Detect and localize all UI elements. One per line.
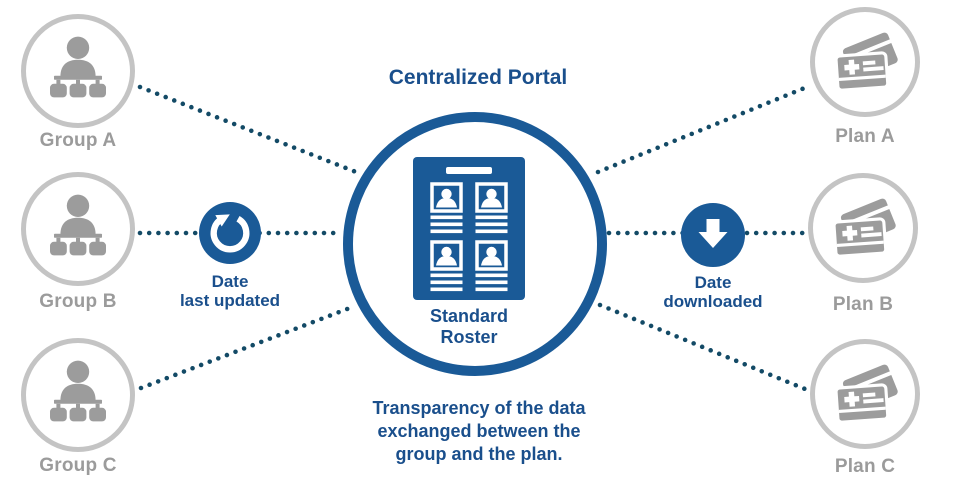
plan-a-node xyxy=(810,7,920,117)
group-b-node xyxy=(21,172,135,286)
group-a-label: Group A xyxy=(39,130,117,151)
dotted-connector-group-c xyxy=(138,303,358,391)
org-chart-icon xyxy=(50,360,106,422)
group-b-label: Group B xyxy=(39,291,117,312)
date-downloaded-label: Date downloaded xyxy=(663,273,763,311)
insurance-cards-icon xyxy=(834,364,898,424)
caption-text: Transparency of the data exchanged betwe… xyxy=(372,398,586,464)
group-c-node xyxy=(21,338,135,452)
date-last-updated-label: Date last updated xyxy=(179,272,281,310)
plan-b-label: Plan B xyxy=(832,294,894,315)
roster-label: Standard Roster xyxy=(429,306,508,347)
plan-b-node xyxy=(808,173,918,283)
insurance-cards-icon xyxy=(834,32,898,92)
org-chart-icon xyxy=(50,36,106,98)
group-c-label: Group C xyxy=(39,455,117,476)
refresh-icon xyxy=(199,202,261,264)
plan-a-label: Plan A xyxy=(835,126,895,147)
roster-document-icon xyxy=(413,157,525,300)
page-title: Centralized Portal xyxy=(388,66,568,89)
group-a-node xyxy=(21,14,135,128)
dotted-connector-plan-a xyxy=(595,84,810,175)
download-icon xyxy=(681,203,745,267)
insurance-cards-icon xyxy=(832,198,896,258)
dotted-connector-plan-c xyxy=(597,302,808,392)
plan-c-label: Plan C xyxy=(834,456,896,477)
org-chart-icon xyxy=(50,194,106,256)
plan-c-node xyxy=(810,339,920,449)
dotted-connector-group-a xyxy=(137,84,359,175)
